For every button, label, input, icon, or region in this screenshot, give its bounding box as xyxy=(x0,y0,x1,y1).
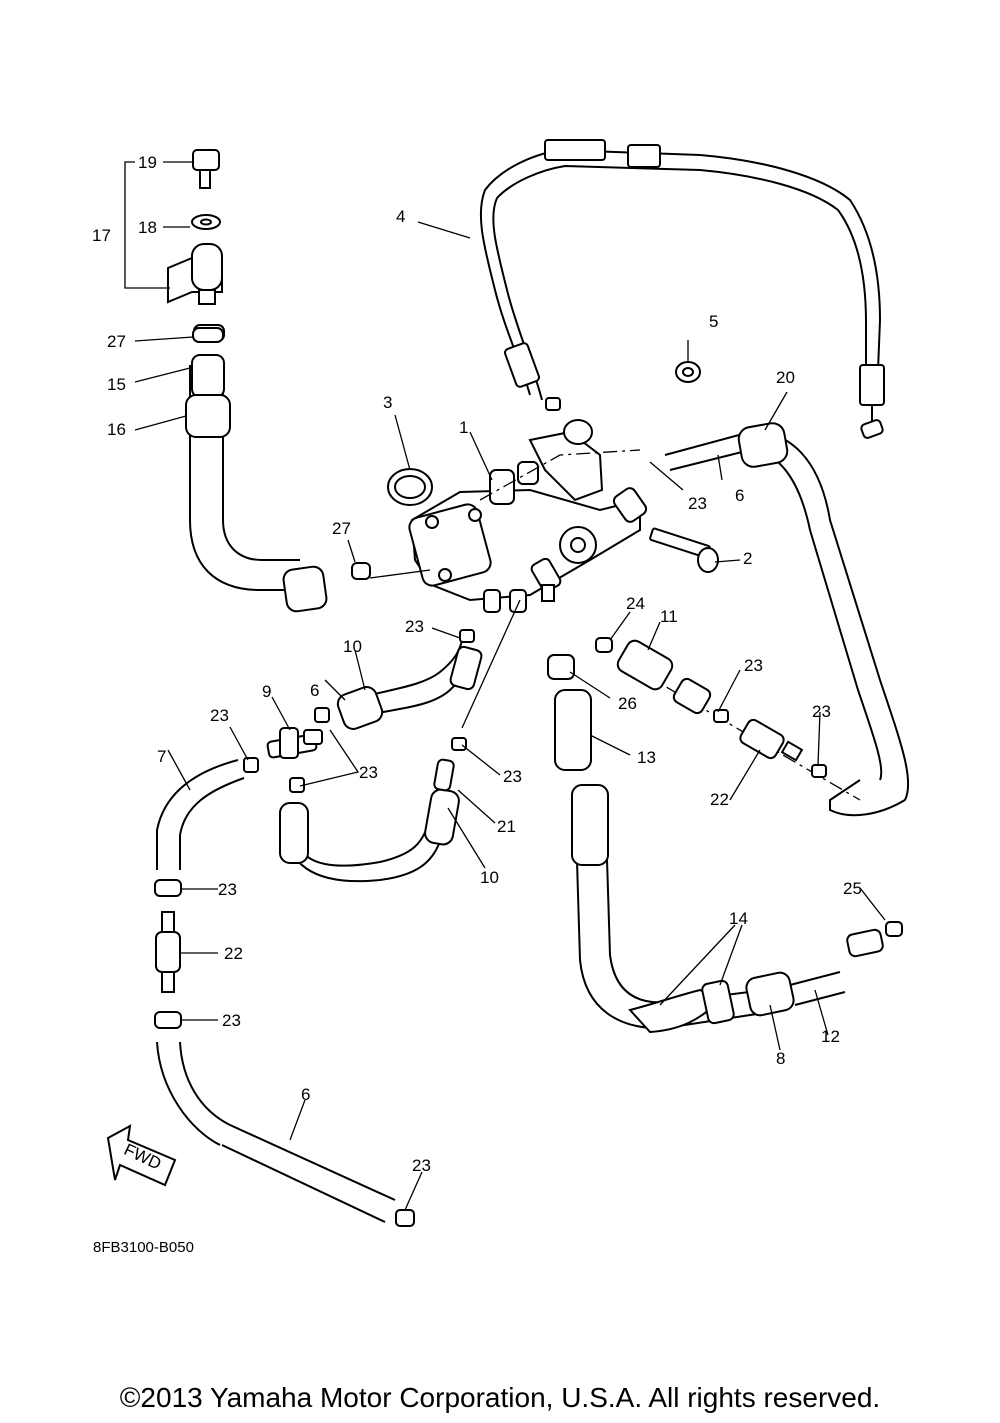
check-valve-assembly xyxy=(595,637,861,801)
fwd-arrow xyxy=(106,1124,177,1187)
callout-5: 5 xyxy=(709,312,718,331)
callout-17: 17 xyxy=(92,226,111,245)
callout-6: 6 xyxy=(310,681,319,700)
callout-9: 9 xyxy=(262,682,271,701)
bolt-and-nut xyxy=(649,361,719,573)
leader-lines xyxy=(134,161,886,1211)
callout-23: 23 xyxy=(744,656,763,675)
right-loop-hose xyxy=(664,422,910,817)
callout-1: 1 xyxy=(459,418,468,437)
callout-27: 27 xyxy=(107,332,126,351)
callout-2: 2 xyxy=(743,549,752,568)
callout-8: 8 xyxy=(776,1049,785,1068)
callout-labels: 19 18 17 27 15 16 4 5 20 3 1 23 6 27 2 2… xyxy=(92,153,862,1175)
oil-pump xyxy=(387,419,648,613)
callout-26: 26 xyxy=(618,694,637,713)
callout-4: 4 xyxy=(396,207,405,226)
callout-23: 23 xyxy=(812,702,831,721)
callout-23: 23 xyxy=(412,1156,431,1175)
callout-23: 23 xyxy=(359,763,378,782)
callout-10: 10 xyxy=(343,637,362,656)
callout-27: 27 xyxy=(332,519,351,538)
callout-20: 20 xyxy=(776,368,795,387)
callout-6: 6 xyxy=(301,1085,310,1104)
callout-23: 23 xyxy=(222,1011,241,1030)
callout-7: 7 xyxy=(157,747,166,766)
callout-12: 12 xyxy=(821,1027,840,1046)
callout-14: 14 xyxy=(729,909,748,928)
callout-23: 23 xyxy=(210,706,229,725)
left-oil-hose xyxy=(185,324,328,613)
callout-10: 10 xyxy=(480,868,499,887)
callout-23: 23 xyxy=(218,880,237,899)
clamps xyxy=(192,327,371,580)
callout-22: 22 xyxy=(710,790,729,809)
copyright-text: ©2013 Yamaha Motor Corporation, U.S.A. A… xyxy=(120,1382,880,1413)
callout-3: 3 xyxy=(383,393,392,412)
callout-23: 23 xyxy=(503,767,522,786)
callout-24: 24 xyxy=(626,594,645,613)
bracket-assembly xyxy=(124,149,223,305)
callout-13: 13 xyxy=(637,748,656,767)
throttle-cable xyxy=(479,139,885,439)
callout-25: 25 xyxy=(843,879,862,898)
callout-23: 23 xyxy=(405,617,424,636)
callout-22: 22 xyxy=(224,944,243,963)
left-lower-hoses xyxy=(154,759,415,1227)
callout-16: 16 xyxy=(107,420,126,439)
callout-23: 23 xyxy=(688,494,707,513)
callout-18: 18 xyxy=(138,218,157,237)
central-hoses xyxy=(279,599,521,883)
t-joint xyxy=(243,707,330,793)
callout-15: 15 xyxy=(107,375,126,394)
callout-21: 21 xyxy=(497,817,516,836)
diagram-code: 8FB3100-B050 xyxy=(93,1239,194,1256)
callout-6: 6 xyxy=(735,486,744,505)
callout-11: 11 xyxy=(660,607,678,626)
callout-19: 19 xyxy=(138,153,157,172)
right-lower-hoses xyxy=(547,654,903,1034)
